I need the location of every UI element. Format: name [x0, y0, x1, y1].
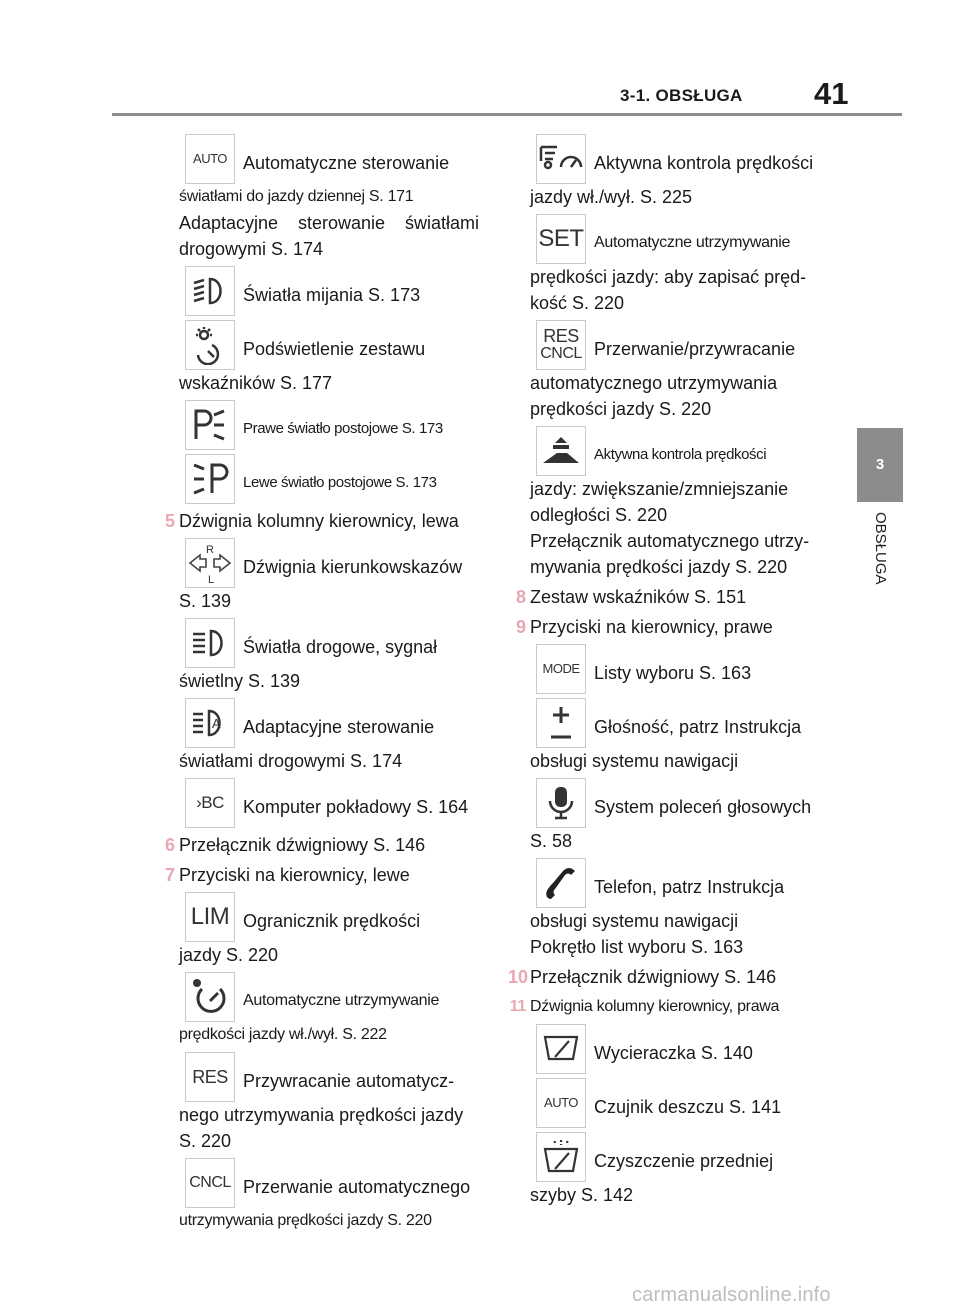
active-cruise-icon	[536, 134, 586, 184]
rain-sensor-icon: AUTO	[536, 1078, 586, 1128]
header-rule	[112, 113, 902, 116]
page-number: 41	[814, 76, 849, 111]
low-beam-icon	[185, 266, 235, 316]
res-cncl-icon: RES CNCL	[536, 320, 586, 370]
distance-icon	[536, 426, 586, 476]
volume-item: Głośność, patrz Instrukcja	[530, 698, 830, 748]
page-header: 3-1. OBSŁUGA 41	[0, 0, 960, 120]
auto-high-beam-item: A Adaptacyjne sterowanie	[179, 698, 479, 748]
wiper-item: Wycieraczka S. 140	[530, 1024, 830, 1074]
phone-icon	[536, 858, 586, 908]
cruise-control-item: Automatyczne utrzymywanie	[179, 972, 479, 1022]
high-beam-item: Światła drogowe, sygnał	[179, 618, 479, 668]
high-beam-icon	[185, 618, 235, 668]
auto-high-beam-icon: A	[185, 698, 235, 748]
cancel-item: CNCL Przerwanie automatycznego	[179, 1158, 479, 1208]
rain-sensor-item: AUTO Czujnik deszczu S. 141	[530, 1078, 830, 1128]
turn-signal-item: R L Dźwignia kierunkowskazów	[179, 538, 479, 588]
distance-item: Aktywna kontrola prędkości	[530, 426, 830, 476]
acc-item: Aktywna kontrola prędkości	[530, 134, 830, 184]
section-title: 3-1. OBSŁUGA	[620, 86, 743, 105]
washer-item: Czyszczenie przedniej	[530, 1132, 830, 1182]
speed-limiter-icon: LIM	[185, 892, 235, 942]
auto-light-item: AUTO Automatyczne sterowanie	[179, 134, 479, 184]
panel-light-item: Podświetlenie zestawu	[179, 320, 479, 370]
svg-text:R: R	[206, 544, 214, 556]
auto-headlight-icon: AUTO	[185, 134, 235, 184]
watermark: carmanualsonline.info	[632, 1284, 831, 1306]
set-item: SET Automatyczne utrzymywanie	[530, 214, 830, 264]
res-cncl-item: RES CNCL Przerwanie/przywracanie	[530, 320, 830, 370]
resume-icon: RES	[185, 1052, 235, 1102]
svg-text:L: L	[208, 574, 214, 585]
speed-limiter-item: LIM Ogranicznik prędkości	[179, 892, 479, 942]
voice-item: System poleceń głosowych	[530, 778, 830, 828]
svg-text:A: A	[212, 716, 221, 731]
left-parking-light-icon	[185, 454, 235, 504]
right-parking-light-icon	[185, 400, 235, 450]
turn-signal-icon: R L	[185, 538, 235, 588]
left-column: AUTO Automatyczne sterowanie światłami d…	[164, 130, 479, 1234]
trip-computer-icon: › BC	[185, 778, 235, 828]
washer-icon	[536, 1132, 586, 1182]
mode-item: MODE Listy wyboru S. 163	[530, 644, 830, 694]
phone-item: Telefon, patrz Instrukcja	[530, 858, 830, 908]
right-parking-item: Prawe światło postojowe S. 173	[179, 400, 479, 450]
left-parking-item: Lewe światło postojowe S. 173	[179, 454, 479, 504]
wiper-icon	[536, 1024, 586, 1074]
low-beam-item: Światła mijania S. 173	[179, 266, 479, 316]
set-icon: SET	[536, 214, 586, 264]
trip-computer-item: › BC Komputer pokładowy S. 164	[179, 778, 479, 828]
resume-item: RES Przywracanie automatycz-	[179, 1052, 479, 1102]
volume-icon	[536, 698, 586, 748]
cruise-control-icon	[185, 972, 235, 1022]
panel-light-icon	[185, 320, 235, 370]
right-column: Aktywna kontrola prędkości jazdy wł./wył…	[508, 130, 830, 1208]
chapter-tab-label: OBSŁUGA	[872, 512, 889, 585]
microphone-icon	[536, 778, 586, 828]
mode-icon: MODE	[536, 644, 586, 694]
chapter-tab[interactable]: 3	[857, 428, 903, 502]
cancel-icon: CNCL	[185, 1158, 235, 1208]
adaptive-high-beam-text: Adaptacyjne sterowanie światłami drogowy…	[179, 213, 479, 259]
